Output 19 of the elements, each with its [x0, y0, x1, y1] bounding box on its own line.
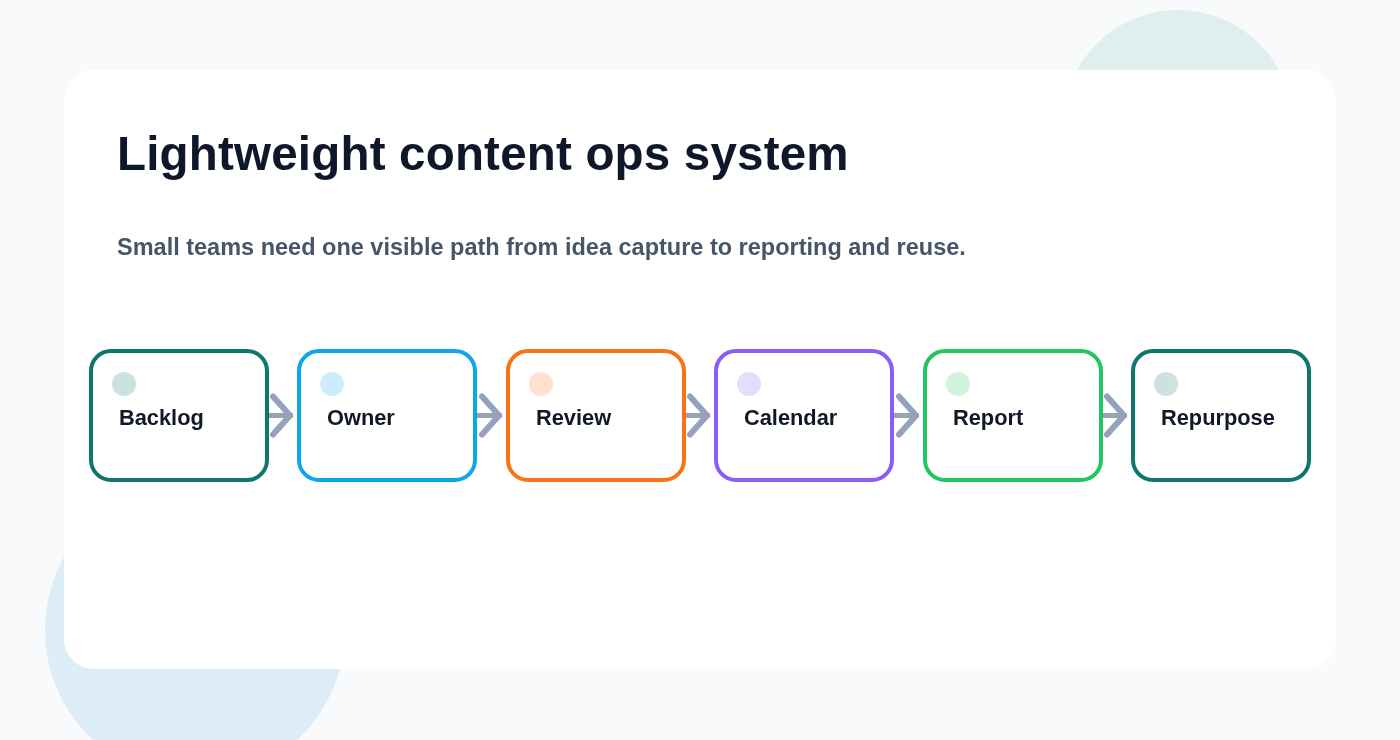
process-box: [923, 349, 1103, 482]
node-label: Calendar: [744, 405, 839, 432]
arrow: [894, 393, 919, 438]
process-box: [297, 349, 477, 482]
node-label: Review: [536, 405, 613, 432]
node-label: Repurpose: [1161, 405, 1276, 432]
process-box: [506, 349, 686, 482]
node-label: Owner: [327, 405, 396, 432]
arrow: [1103, 393, 1127, 438]
subtitle-text: Small teams need one visible path from idea capture to reporting and reuse.: [117, 233, 966, 262]
node-label: Backlog: [119, 405, 205, 432]
node-label: Report: [953, 405, 1025, 432]
arrow: [477, 393, 502, 438]
arrow: [269, 393, 293, 438]
process-box: [1131, 349, 1311, 482]
process-box: [89, 349, 269, 482]
arrow: [686, 393, 710, 438]
diagram-title: Lightweight content ops system: [117, 126, 849, 182]
process-box: [714, 349, 894, 482]
